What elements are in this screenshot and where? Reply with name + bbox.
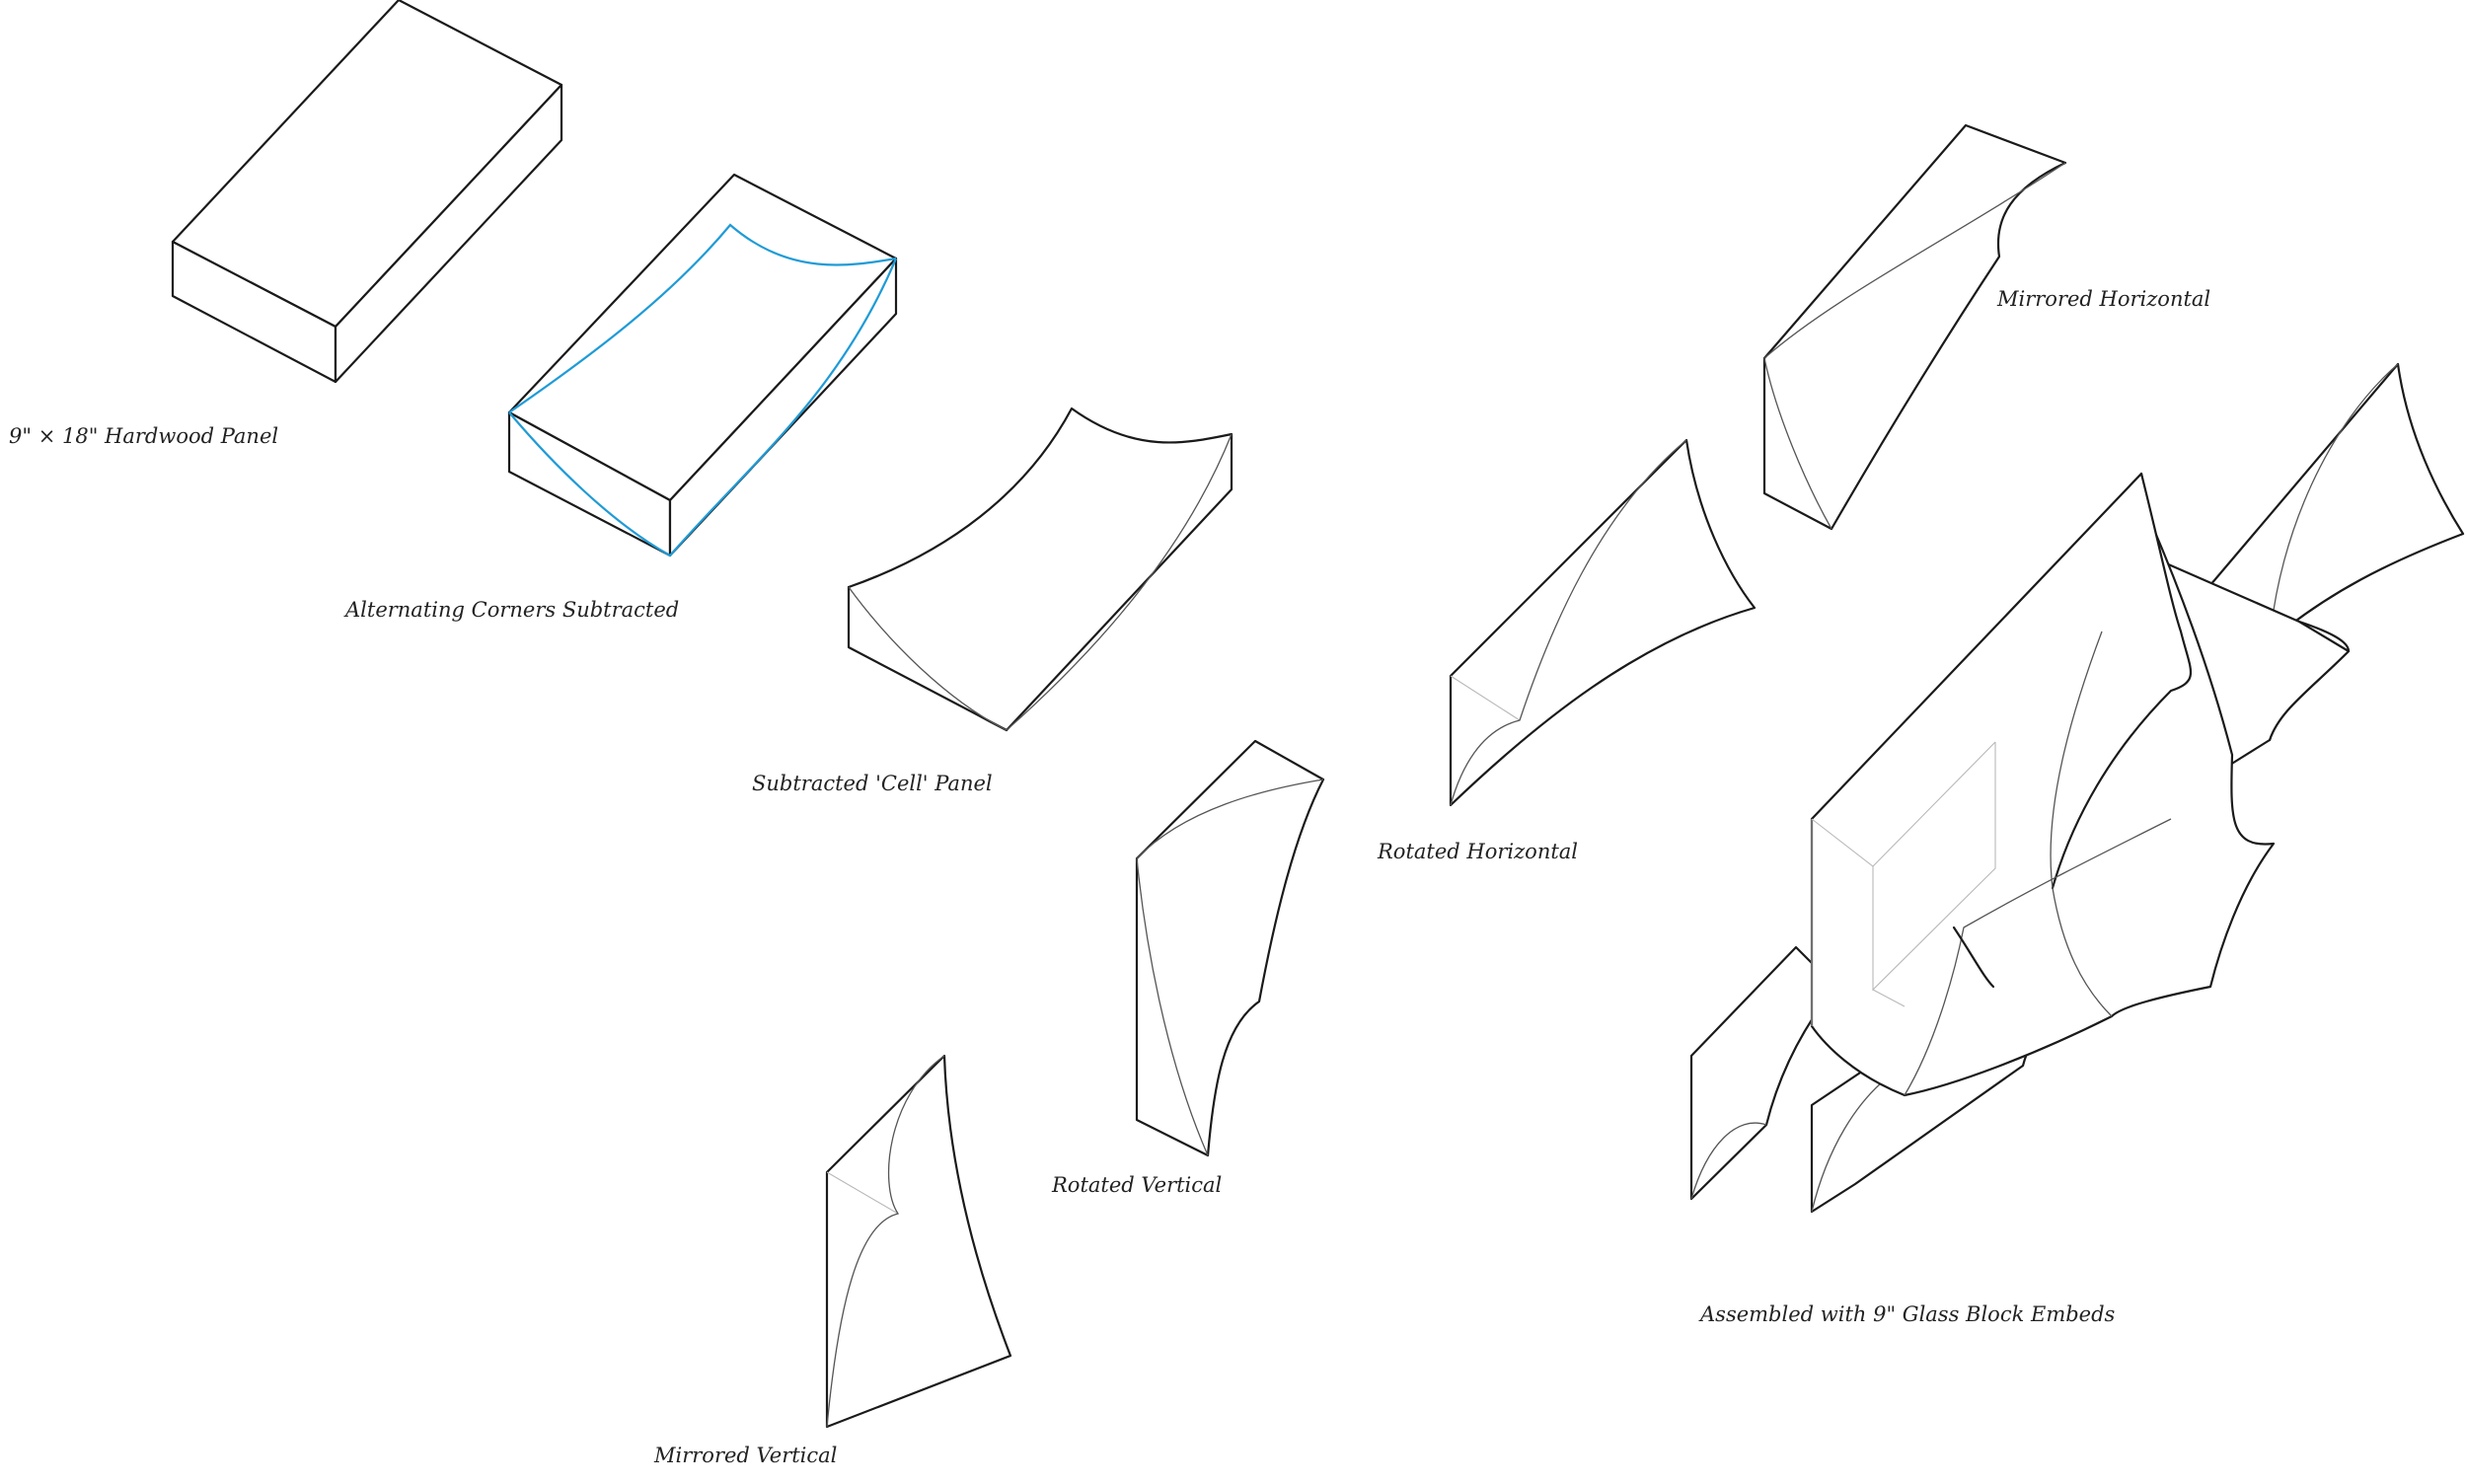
label-corners-subtracted: Alternating Corners Subtracted — [345, 598, 680, 622]
label-cell-panel: Subtracted 'Cell' Panel — [752, 772, 993, 795]
mirrored-vertical-drawing — [825, 1054, 1012, 1429]
cell-panel-drawing — [847, 407, 1234, 732]
label-mirrored-vertical: Mirrored Vertical — [654, 1444, 838, 1467]
mirrored-horizontal-drawing — [1762, 123, 2067, 531]
label-assembled: Assembled with 9" Glass Block Embeds — [1700, 1302, 2116, 1326]
label-rotated-horizontal: Rotated Horizontal — [1378, 840, 1579, 863]
rotated-vertical-drawing — [1135, 739, 1325, 1157]
hardwood-panel-drawing — [171, 0, 563, 384]
assembled-drawing — [1689, 362, 2465, 1214]
label-rotated-vertical: Rotated Vertical — [1052, 1173, 1223, 1197]
label-hardwood-panel: 9" × 18" Hardwood Panel — [9, 424, 279, 448]
rotated-horizontal-drawing — [1449, 438, 1757, 807]
label-mirrored-horizontal: Mirrored Horizontal — [1997, 287, 2211, 311]
corners-subtracted-drawing — [507, 173, 898, 557]
